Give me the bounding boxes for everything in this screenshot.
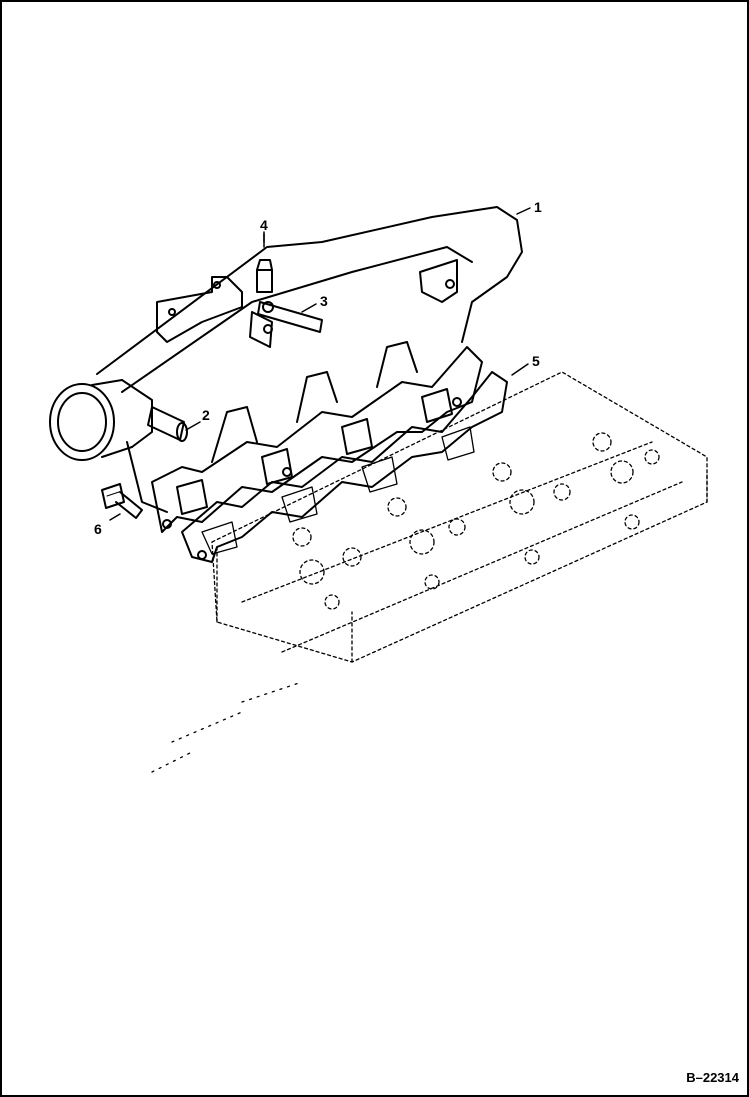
callout-1: 1 [534, 199, 542, 215]
callout-5: 5 [532, 353, 540, 369]
bolt-4 [256, 233, 273, 293]
lift-bracket [249, 301, 323, 348]
callout-6: 6 [94, 521, 102, 537]
fitting-2 [147, 406, 188, 442]
callout-2: 2 [202, 407, 210, 423]
bolt-6 [101, 483, 143, 519]
intake-manifold [49, 206, 523, 533]
leader-lines [109, 207, 531, 521]
manifold-gasket [181, 371, 508, 563]
figure-reference: B–22314 [686, 1070, 739, 1085]
callout-3: 3 [320, 293, 328, 309]
cylinder-head [151, 371, 708, 773]
callout-4: 4 [260, 217, 268, 233]
